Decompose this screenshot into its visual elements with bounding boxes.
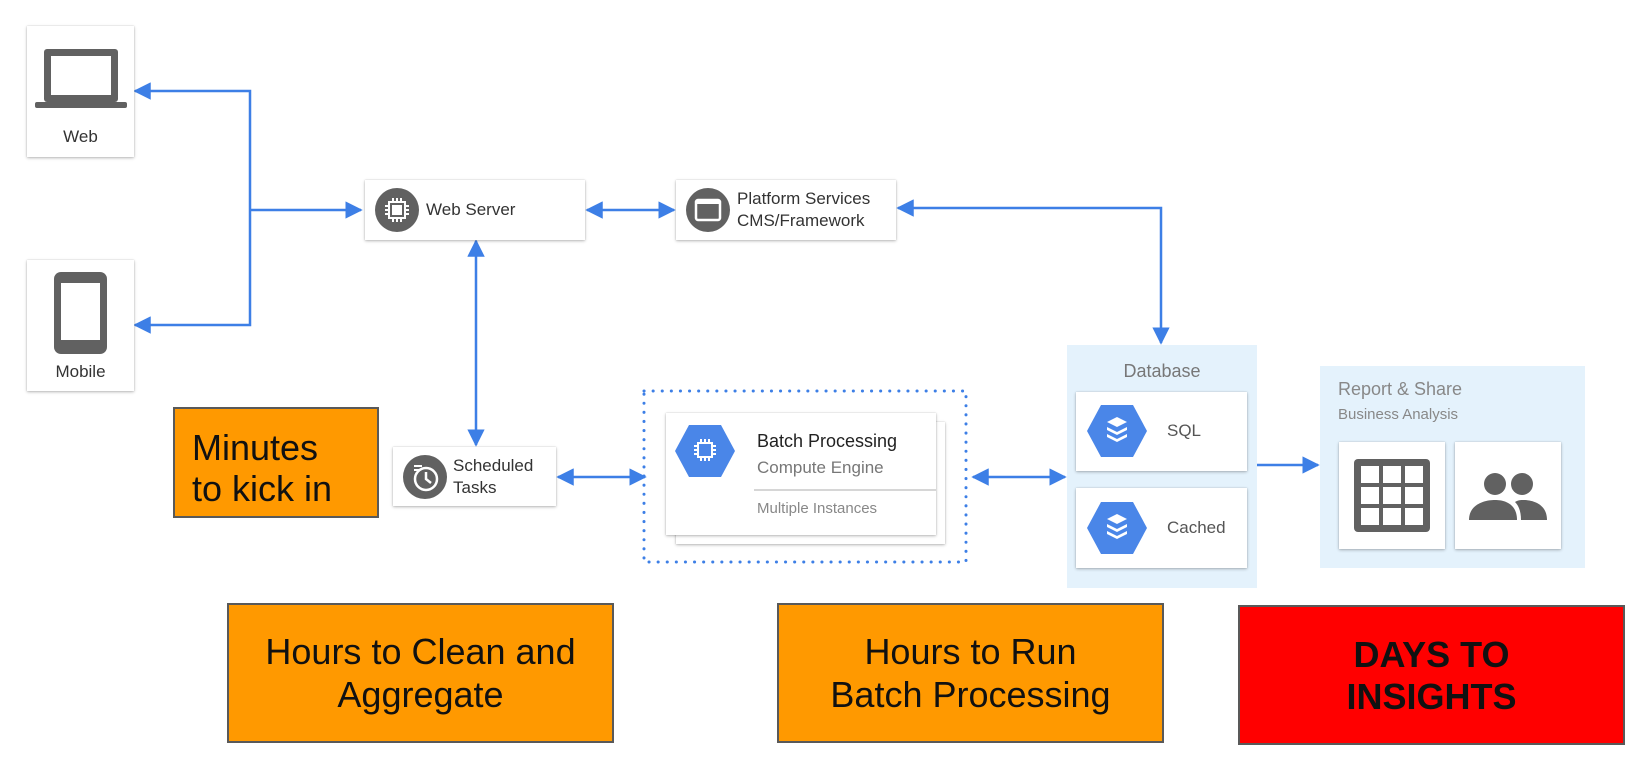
grid-icon bbox=[1354, 459, 1430, 532]
days-to-insights-callout: DAYS TO INSIGHTS bbox=[1238, 605, 1625, 745]
web-server-card[interactable]: Web Server bbox=[365, 180, 585, 240]
report-share-title: Report & Share bbox=[1338, 379, 1463, 399]
batch-processing-subtitle: Compute Engine bbox=[757, 458, 884, 477]
minutes-callout-line1: Minutes bbox=[192, 427, 319, 468]
scheduled-tasks-label-line1: Scheduled bbox=[453, 456, 534, 475]
people-icon bbox=[1469, 473, 1547, 520]
platform-services-label-line2: CMS/Framework bbox=[737, 211, 865, 230]
arrow-web bbox=[133, 82, 252, 210]
database-panel: Database SQL Cached bbox=[1067, 345, 1257, 588]
web-server-label: Web Server bbox=[426, 200, 516, 219]
arrow-mobile bbox=[133, 210, 252, 334]
run-callout-line2: Batch Processing bbox=[830, 674, 1111, 715]
web-client-card[interactable]: Web bbox=[27, 26, 134, 157]
phone-icon bbox=[54, 272, 107, 354]
web-client-label: Web bbox=[63, 127, 98, 146]
mobile-client-card[interactable]: Mobile bbox=[27, 260, 134, 391]
run-callout-line1: Hours to Run bbox=[864, 631, 1077, 672]
report-people-card[interactable] bbox=[1455, 442, 1561, 549]
run-batch-callout: Hours to Run Batch Processing bbox=[777, 603, 1164, 743]
days-callout-line2: INSIGHTS bbox=[1346, 676, 1517, 717]
chip-icon bbox=[375, 188, 419, 232]
report-grid-card[interactable] bbox=[1339, 442, 1445, 549]
days-callout-line1: DAYS TO bbox=[1353, 634, 1510, 675]
database-sql-card[interactable]: SQL bbox=[1076, 392, 1247, 471]
platform-services-card[interactable]: Platform Services CMS/Framework bbox=[676, 180, 896, 240]
clean-aggregate-callout: Hours to Clean and Aggregate bbox=[227, 603, 614, 743]
clock-icon bbox=[403, 455, 447, 499]
batch-processing-footer: Multiple Instances bbox=[757, 500, 878, 517]
arrow-platform-database bbox=[896, 199, 1170, 345]
database-stack-icon bbox=[1087, 405, 1147, 457]
database-title: Database bbox=[1123, 361, 1201, 381]
database-cached-label: Cached bbox=[1167, 518, 1226, 537]
batch-dotted-boundary bbox=[642, 389, 968, 564]
scheduled-tasks-label-line2: Tasks bbox=[453, 478, 497, 497]
report-share-subtitle: Business Analysis bbox=[1338, 406, 1459, 423]
database-sql-label: SQL bbox=[1167, 421, 1202, 440]
platform-services-label-line1: Platform Services bbox=[737, 189, 871, 208]
batch-divider bbox=[754, 489, 936, 491]
laptop-icon bbox=[35, 49, 127, 108]
database-stack-icon bbox=[1087, 502, 1147, 554]
database-cached-card[interactable]: Cached bbox=[1076, 488, 1247, 568]
minutes-callout: Minutes to kick in bbox=[173, 407, 379, 518]
batch-processing-card[interactable]: Batch Processing Compute Engine Multiple… bbox=[666, 413, 936, 535]
minutes-callout-line2: to kick in bbox=[192, 468, 333, 509]
clean-callout-line1: Hours to Clean and bbox=[265, 631, 576, 672]
mobile-client-label: Mobile bbox=[55, 362, 106, 381]
report-share-panel: Report & Share Business Analysis bbox=[1320, 366, 1585, 568]
clean-callout-line2: Aggregate bbox=[337, 674, 504, 715]
compute-engine-icon bbox=[675, 425, 735, 477]
batch-processing-title: Batch Processing bbox=[757, 431, 898, 451]
scheduled-tasks-card[interactable]: Scheduled Tasks bbox=[393, 447, 556, 506]
window-icon bbox=[686, 188, 730, 232]
